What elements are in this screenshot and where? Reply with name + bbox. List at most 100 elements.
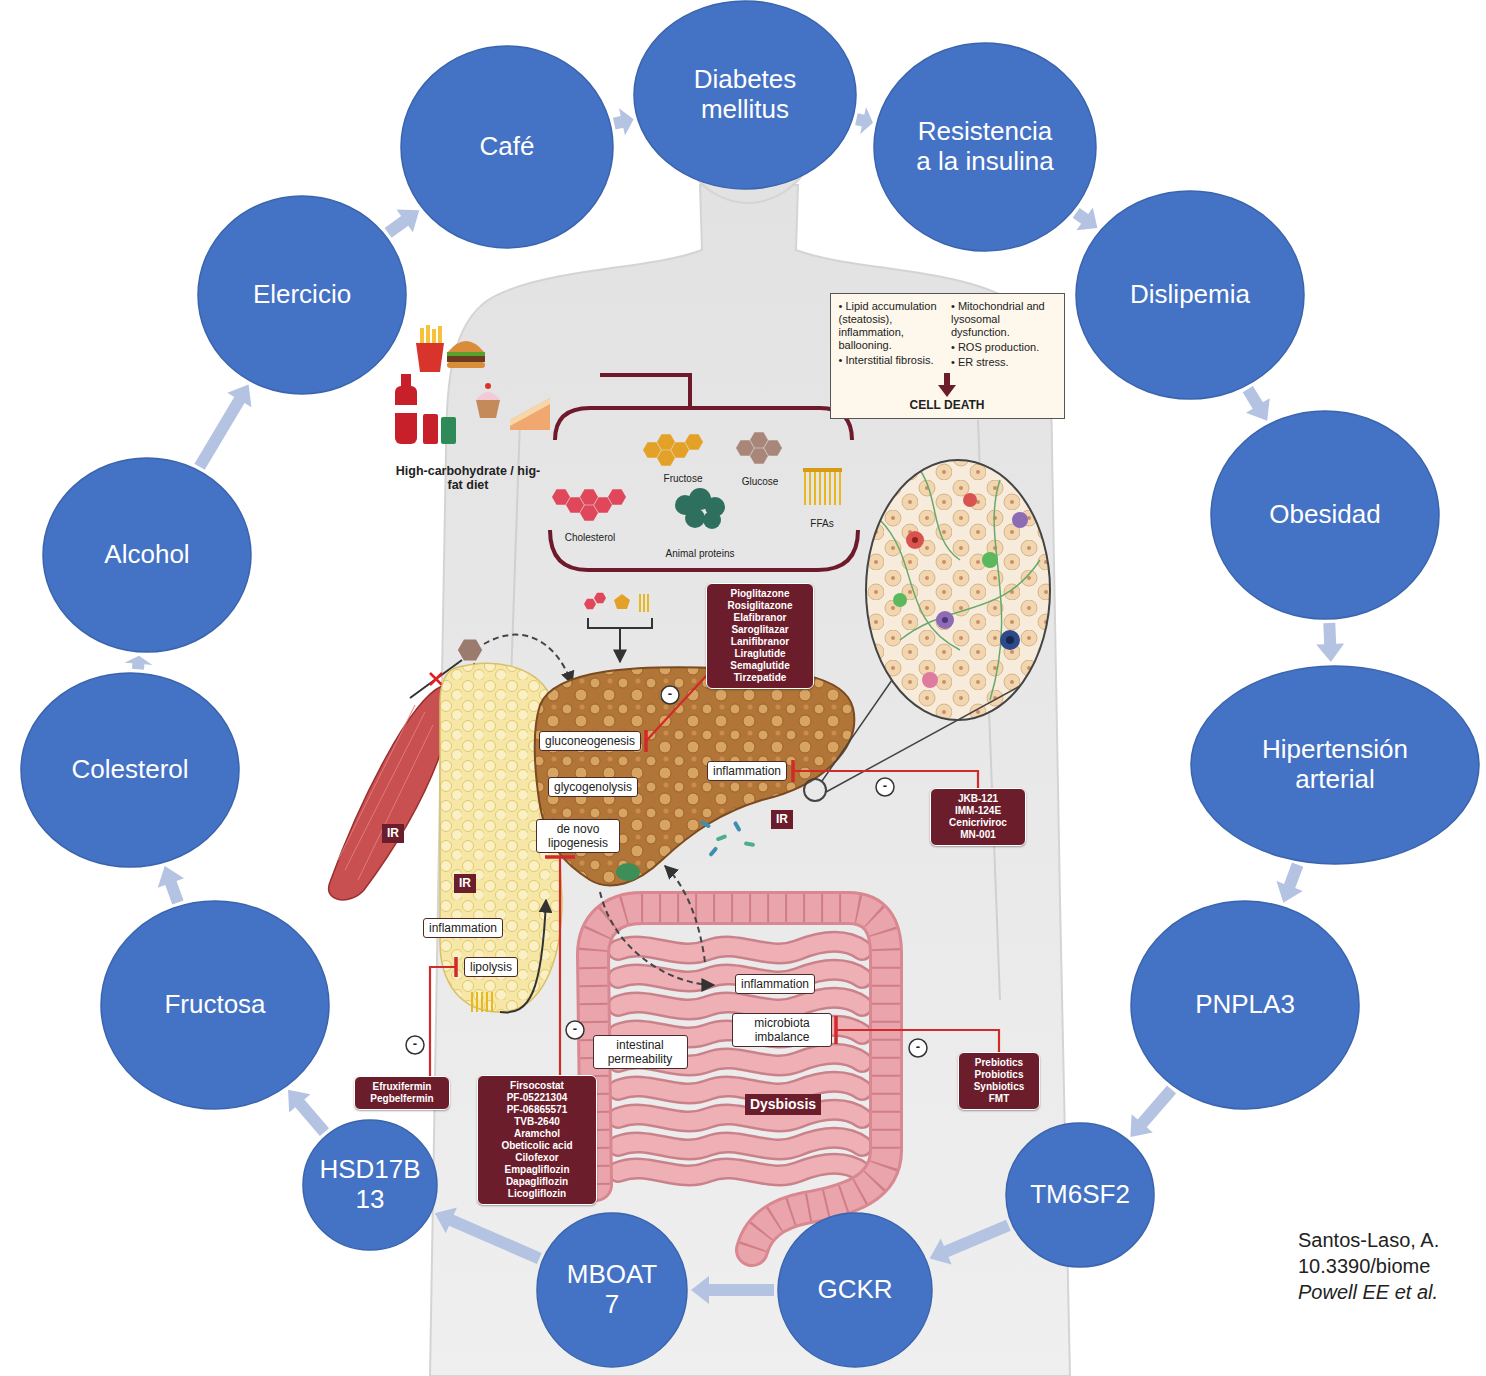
drug-name: Obeticolic acid — [486, 1140, 588, 1152]
gut-liver-axis — [600, 866, 714, 985]
bacteria — [708, 846, 718, 857]
intestines — [593, 908, 886, 1250]
junk-food-icons — [447, 352, 485, 356]
circle-shape — [1191, 666, 1479, 864]
tag-label: IR — [387, 826, 399, 841]
drug-box: EfruxiferminPegbelfermin — [354, 1076, 450, 1110]
inhibition-lines — [456, 730, 836, 1044]
info-text: CELL DEATH — [839, 398, 1056, 412]
process-label: gluconeogenesis — [545, 734, 635, 748]
circle-shape — [303, 1120, 437, 1250]
magnified-tissue — [804, 779, 826, 801]
circle-shape — [101, 901, 329, 1109]
nutrient-label: Cholesterol — [565, 532, 616, 544]
info-text: • ROS production. — [951, 341, 1056, 354]
process-label: glycogenolysis — [554, 780, 632, 794]
nutrient-icons — [594, 497, 612, 513]
drug-name: Rosiglitazone — [715, 600, 805, 612]
tag-box: IR — [382, 824, 404, 843]
factor-circle: Diabetes mellitus — [633, 0, 857, 190]
factor-label: Alcohol — [67, 540, 227, 570]
drug-name: FMT — [967, 1093, 1031, 1105]
inhibition-symbol — [661, 686, 679, 704]
inhibition-lines — [430, 676, 999, 1077]
factor-label: Café — [432, 132, 582, 162]
circle-shape — [198, 196, 406, 394]
nutrient-icons — [736, 440, 754, 456]
process-label: inflammation — [429, 921, 497, 935]
drug-name: Pegbelfermin — [363, 1093, 441, 1105]
diet-bracket — [550, 375, 858, 570]
drug-box: PrebioticsProbioticsSynbioticsFMT — [958, 1052, 1040, 1110]
factor-circle: Colesterol — [20, 672, 240, 868]
circle-shape — [537, 1213, 687, 1367]
liver — [616, 863, 640, 881]
magnified-tissue — [982, 552, 998, 568]
drug-name: Aramchol — [486, 1128, 588, 1140]
drug-name: IMM-124E — [939, 805, 1017, 817]
cycle-arrow — [930, 1220, 1011, 1265]
inhibition-symbol — [566, 1021, 584, 1039]
magnified-tissue — [866, 460, 1050, 720]
factor-label: TM6SF2 — [1020, 1180, 1140, 1210]
nutrient-label: FFAs — [810, 518, 833, 530]
junk-food-icons — [476, 392, 500, 400]
citation: Santos-Laso, A. — [1298, 1229, 1439, 1252]
info-box: • Lipid accumulation (steatosis), inflam… — [830, 293, 1065, 419]
drug-name: Saroglitazar — [715, 624, 805, 636]
drug-box: JKB-121IMM-124ECenicrivirocMN-001 — [930, 788, 1026, 846]
factor-label: Colesterol — [50, 755, 210, 785]
ffa-release — [472, 992, 492, 1012]
nutrient-icons — [608, 489, 626, 505]
tag-box: Dysbiosis — [745, 1094, 821, 1115]
cycle-arrow — [1316, 623, 1344, 662]
factor-circle: Dislipemia — [1075, 190, 1305, 400]
process-label: inflammation — [741, 977, 809, 991]
process-label: inflammation — [713, 764, 781, 778]
inhibition-symbol — [406, 1036, 424, 1054]
drug-name: Tirzepatide — [715, 672, 805, 684]
drug-name: Firsocostat — [486, 1080, 588, 1092]
muscle — [329, 686, 451, 900]
factor-circle: Resistencia a la insulina — [873, 42, 1097, 252]
nutrient-icons — [764, 440, 782, 456]
drug-name: PF-06865571 — [486, 1104, 588, 1116]
magnified-tissue — [880, 470, 1040, 700]
junk-food-icons — [510, 398, 550, 426]
gut-liver-axis — [600, 892, 714, 985]
cycle-arrow — [385, 210, 420, 238]
magnified-tissue — [893, 593, 907, 607]
nutrient-cluster — [584, 593, 652, 662]
magnified-tissue — [922, 672, 938, 688]
nutrient-icons — [566, 497, 584, 513]
factor-circle: HSD17B 13 — [302, 1119, 438, 1251]
drug-name: Dapagliflozin — [486, 1176, 588, 1188]
nutrient-icons — [703, 511, 721, 529]
inhibition-sign: - — [883, 779, 887, 794]
factor-circle: MBOAT 7 — [536, 1212, 688, 1368]
process-label: intestinal permeability — [599, 1038, 682, 1066]
cycle-arrow — [158, 866, 184, 904]
drug-name: Cenicriviroc — [939, 817, 1017, 829]
junk-food-icons — [441, 417, 456, 444]
junk-food-icons — [448, 341, 484, 352]
factor-label: HSD17B 13 — [315, 1155, 425, 1215]
junk-food-icons — [510, 398, 550, 430]
process-box: glycogenolysis — [548, 777, 638, 797]
drug-name: PF-05221304 — [486, 1092, 588, 1104]
factor-circle: GCKR — [777, 1212, 933, 1368]
cycle-arrow — [1073, 208, 1098, 231]
cycle-arrow — [435, 1207, 542, 1263]
process-box: inflammation — [423, 918, 503, 938]
muscle — [329, 686, 451, 900]
drug-name: Pioglitazone — [715, 588, 805, 600]
process-box: de novo lipogenesis — [536, 819, 620, 853]
drug-name: Licogliflozin — [486, 1188, 588, 1200]
circle-shape — [43, 458, 251, 652]
diet-bracket — [550, 530, 858, 570]
magnified-tissue — [804, 460, 1050, 801]
bacteria — [700, 820, 712, 829]
nutrient-cluster — [614, 594, 630, 609]
factor-circle: Alcohol — [42, 457, 252, 653]
factor-circle: TM6SF2 — [1005, 1122, 1155, 1268]
